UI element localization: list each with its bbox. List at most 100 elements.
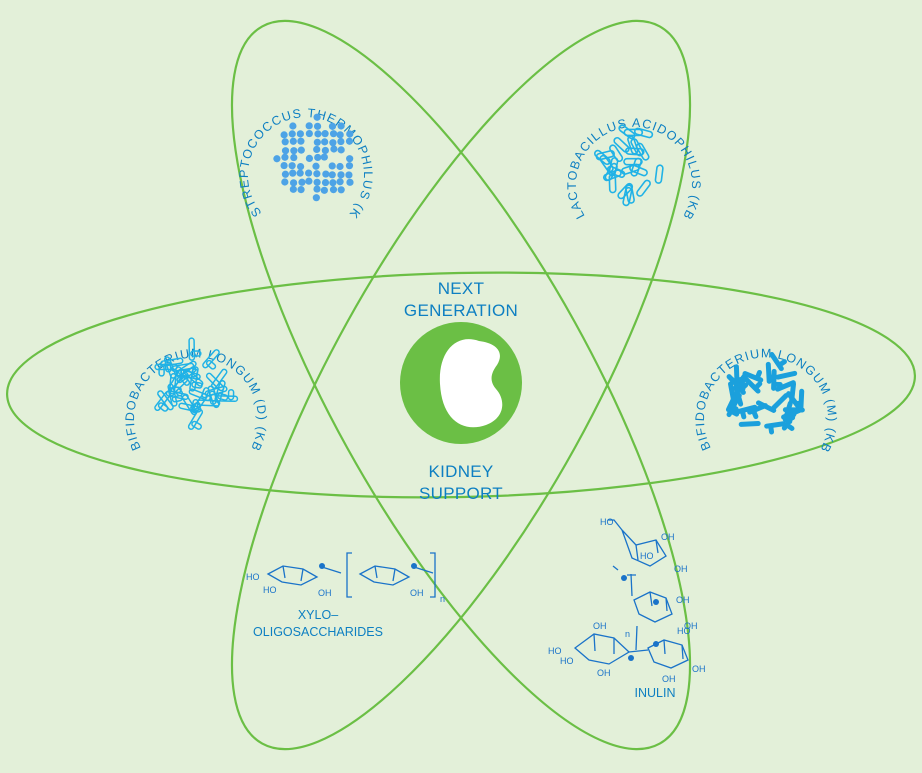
coccus-cell (306, 155, 313, 162)
coccus-cell (345, 171, 352, 178)
coccus-cell (305, 169, 312, 176)
coccus-cell (322, 147, 329, 154)
coccus-cell (330, 130, 337, 137)
coccus-cell (346, 155, 353, 162)
coccus-cell (329, 179, 336, 186)
coccus-cell (297, 138, 304, 145)
coccus-cell (346, 130, 353, 137)
coccus-cell (290, 154, 297, 161)
inulin-n-label: n (625, 629, 630, 639)
lacto-arc-label: LACTOBACILLUS ACIDOPHILUS (KB27) (0, 0, 703, 223)
rod-cell (655, 165, 663, 184)
branched-rod-cell (775, 370, 798, 380)
coccus-cell (330, 145, 337, 152)
coccus-cell (329, 162, 336, 169)
coccus-cell (337, 171, 344, 178)
inulin-ho-label-3: HO (548, 646, 562, 656)
coccus-cell (289, 130, 296, 137)
xos-oh-label: OH (318, 588, 332, 598)
inulin-ho-label-2: HO (640, 551, 654, 561)
inulin-ho-label-5: HO (677, 626, 691, 636)
next-generation-title: NEXT GENERATION (361, 278, 561, 322)
xylo-oligosaccharide-structure-icon: HO HO OH OH n (246, 553, 445, 604)
coccus-cell (290, 138, 297, 145)
xos-ho-label: HO (246, 572, 260, 582)
inulin-oh-label-6: OH (597, 668, 611, 678)
coccus-cell (312, 163, 319, 170)
inulin-ho-label: HO (600, 517, 614, 527)
coccus-cell (297, 130, 304, 137)
coccus-cell (330, 186, 337, 193)
coccus-cell (338, 146, 345, 153)
coccus-cell (290, 186, 297, 193)
coccus-cell (290, 179, 297, 186)
coccus-cell (337, 138, 344, 145)
coccus-cell (282, 147, 289, 154)
coccus-cell (313, 170, 320, 177)
coccus-cell (290, 147, 297, 154)
coccus-cell (289, 122, 296, 129)
coccus-cell (297, 163, 304, 170)
coccus-cell (321, 153, 328, 160)
kidney-support-title: KIDNEY SUPPORT (361, 461, 561, 505)
bifid-d-arc-label: BIFIDOBACTERIUM LONGUM (D) (KB31) (0, 0, 269, 454)
coccus-cell (337, 131, 344, 138)
coccus-cell (337, 178, 344, 185)
coccus-cell (281, 131, 288, 138)
coccus-cell (306, 130, 313, 137)
coccus-cell (314, 154, 321, 161)
rod-cell (609, 144, 624, 162)
inulin-label: INULIN (610, 685, 700, 702)
coccus-cell (346, 138, 353, 145)
coccus-cell (314, 114, 321, 121)
coccus-cell (321, 130, 328, 137)
coccus-cell (329, 139, 336, 146)
inulin-ho-label-4: HO (560, 656, 574, 666)
inulin-oh-label-2: OH (674, 564, 688, 574)
coccus-cell (289, 162, 296, 169)
xos-n-label: n (440, 594, 445, 604)
xos-oh-label-2: OH (410, 588, 424, 598)
inulin-oh-label-5: OH (593, 621, 607, 631)
coccus-cell (313, 194, 320, 201)
coccus-cell (322, 170, 329, 177)
inulin-oh-label-1: OH (661, 532, 675, 542)
coccus-cell (322, 179, 329, 186)
coccus-cell (273, 155, 280, 162)
coccus-cell (281, 154, 288, 161)
coccus-cell (346, 179, 353, 186)
coccus-cell (289, 170, 296, 177)
coccus-cell (313, 185, 320, 192)
coccus-cell (297, 186, 304, 193)
cocci-cluster-icon (273, 114, 353, 202)
coccus-cell (314, 179, 321, 186)
xos-label: XYLO– OLIGOSACCHARIDES (228, 607, 408, 641)
coccus-cell (321, 187, 328, 194)
branched-rod-cell (798, 389, 804, 411)
coccus-cell (336, 163, 343, 170)
coccus-cell (298, 179, 305, 186)
coccus-cell (314, 139, 321, 146)
coccus-cell (314, 123, 321, 130)
coccus-cell (282, 138, 289, 145)
coccus-cell (346, 162, 353, 169)
inulin-structure-icon: HO OH OH HO OH OH n OH HO HO OH OH OH HO (548, 517, 706, 684)
coccus-cell (329, 123, 336, 130)
coccus-cell (321, 138, 328, 145)
inulin-oh-label-8: OH (662, 674, 676, 684)
coccus-cell (298, 147, 305, 154)
inulin-oh-label-7: OH (692, 664, 706, 674)
coccus-cell (281, 162, 288, 169)
coccus-cell (297, 170, 304, 177)
coccus-cell (305, 178, 312, 185)
coccus-cell (338, 122, 345, 129)
branched-rod-cell (739, 421, 761, 427)
coccus-cell (281, 178, 288, 185)
coccus-cell (313, 146, 320, 153)
coccus-cell (306, 122, 313, 129)
coccus-cell (314, 130, 321, 137)
coccus-cell (329, 171, 336, 178)
rod-cell (636, 179, 652, 197)
